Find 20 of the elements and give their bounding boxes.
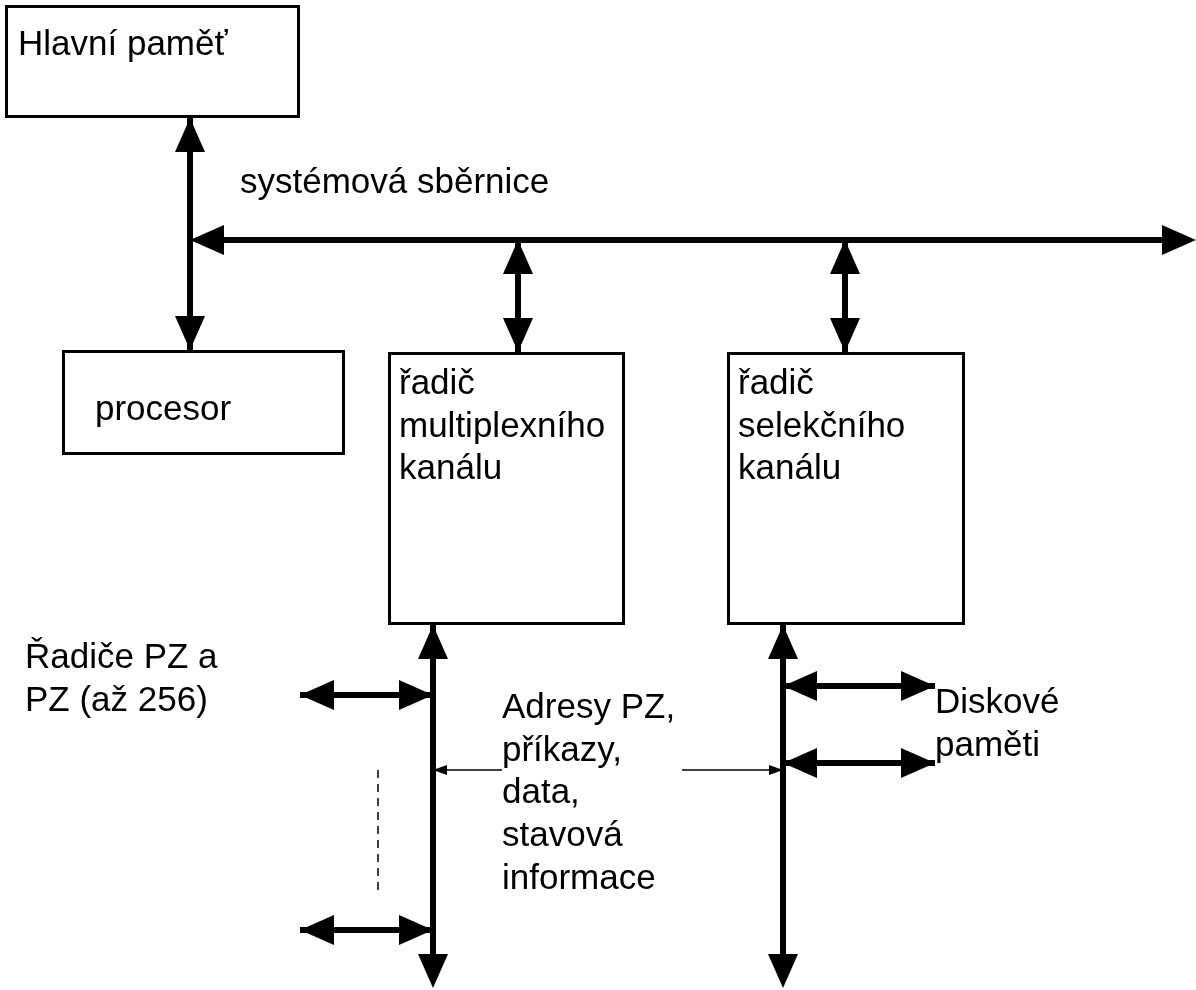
arrow [830,240,860,352]
block-box: řadič selekčního kanálu [727,352,965,625]
block-box: řadič multiplexního kanálu [388,352,625,625]
text-label: Diskové paměti [935,680,1125,790]
arrow [175,118,205,350]
bus-line [419,660,447,988]
arrow [503,240,533,352]
block-box: Hlavní paměť [5,5,300,118]
arrow [783,671,935,701]
bus-line [769,660,797,988]
arrow [300,680,433,710]
bus-label: systémová sběrnice [240,160,550,202]
arrow [768,625,798,660]
text-label: Adresy PZ, příkazy, data, stavová informace [502,685,682,975]
text-label: Řadiče PZ a PZ (až 256) [25,635,219,720]
arrow [783,748,935,778]
block-box: procesor [62,350,345,455]
bus-line [190,225,1196,255]
arrow [300,915,433,945]
arrow [418,625,448,660]
